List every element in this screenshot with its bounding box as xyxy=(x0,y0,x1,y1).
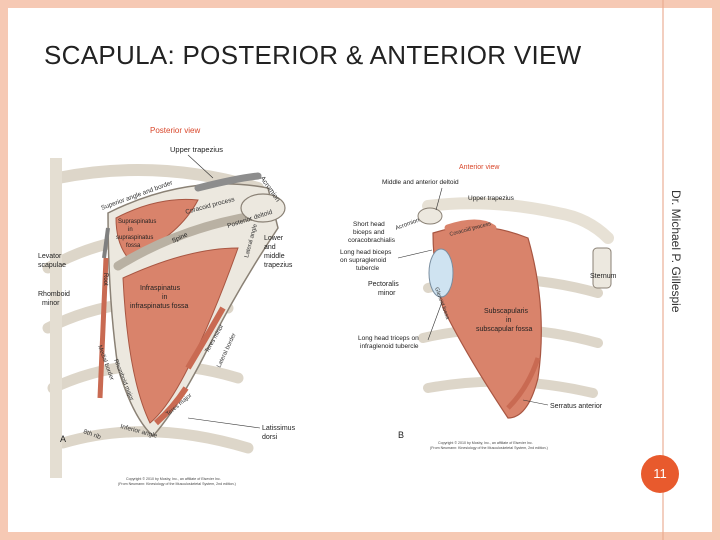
acromion-bone xyxy=(240,193,286,223)
teres-minor-attachment xyxy=(185,306,226,370)
slide-frame-top xyxy=(0,0,720,8)
label-root: Root xyxy=(102,273,108,286)
leader-line xyxy=(397,249,433,259)
posterior-copyright: Copyright © 2010 by Mosby, Inc., an affi… xyxy=(118,477,236,486)
anterior-view: Anterior view Middle and anterior deltoi… xyxy=(340,164,617,450)
rhomboid-major-attachment xyxy=(97,257,109,399)
author-credit: Dr. Michael P. Gillespie xyxy=(669,190,683,313)
slide-frame-left xyxy=(0,0,8,540)
leader-line xyxy=(522,399,549,406)
upper-trapezius-attachment xyxy=(194,172,262,192)
slide-frame-bottom xyxy=(0,532,720,540)
label-upper-trapezius: Upper trapezius xyxy=(170,145,223,154)
slide-frame-right xyxy=(712,0,720,540)
glenoid-fossa xyxy=(428,248,454,298)
rhomboid-minor-attachment xyxy=(102,227,110,259)
subscapularis-muscle xyxy=(432,226,542,419)
vertebral-column xyxy=(50,158,62,478)
posterior-view-heading: Posterior view xyxy=(150,126,200,135)
acromion-bone-anterior xyxy=(417,207,443,225)
panel-letter-b: B xyxy=(398,430,404,440)
anterior-view-heading: Anterior view xyxy=(459,164,500,171)
clavicle xyxy=(422,197,614,244)
label-lateral-border: Lateral border xyxy=(216,332,237,368)
label-middle-anterior-deltoid: Middle and anterior deltoid xyxy=(382,179,459,186)
coracoid-attachment xyxy=(444,219,497,232)
sternum-bone xyxy=(592,247,612,289)
teres-major-attachment xyxy=(154,386,189,426)
anterior-copyright: Copyright © 2010 by Mosby, Inc., an affi… xyxy=(430,441,548,450)
supraspinatus-muscle xyxy=(115,198,199,259)
leader-line xyxy=(435,187,443,211)
leader-line xyxy=(187,417,261,429)
posterior-view: Posterior view Upper trapezius Acromion … xyxy=(38,126,296,486)
scapula-illustration: Posterior view Upper trapezius Acromion … xyxy=(38,126,617,486)
leader-line xyxy=(187,154,214,179)
scapula-figure: Posterior view Upper trapezius Acromion … xyxy=(38,118,646,490)
leader-line xyxy=(427,301,443,341)
serratus-anterior-attachment xyxy=(506,357,541,410)
label-sternum: Sternum xyxy=(590,273,617,280)
label-acromion-anterior: Acromion xyxy=(395,218,421,232)
slide-title: SCAPULA: POSTERIOR & ANTERIOR VIEW xyxy=(44,40,582,70)
slide-side-rule xyxy=(662,0,664,540)
label-serratus-anterior: Serratus anterior xyxy=(550,403,603,410)
panel-letter-a: A xyxy=(60,434,66,444)
page-number-badge: 11 xyxy=(641,455,679,493)
label-upper-trapezius-anterior: Upper trapezius xyxy=(468,195,515,202)
